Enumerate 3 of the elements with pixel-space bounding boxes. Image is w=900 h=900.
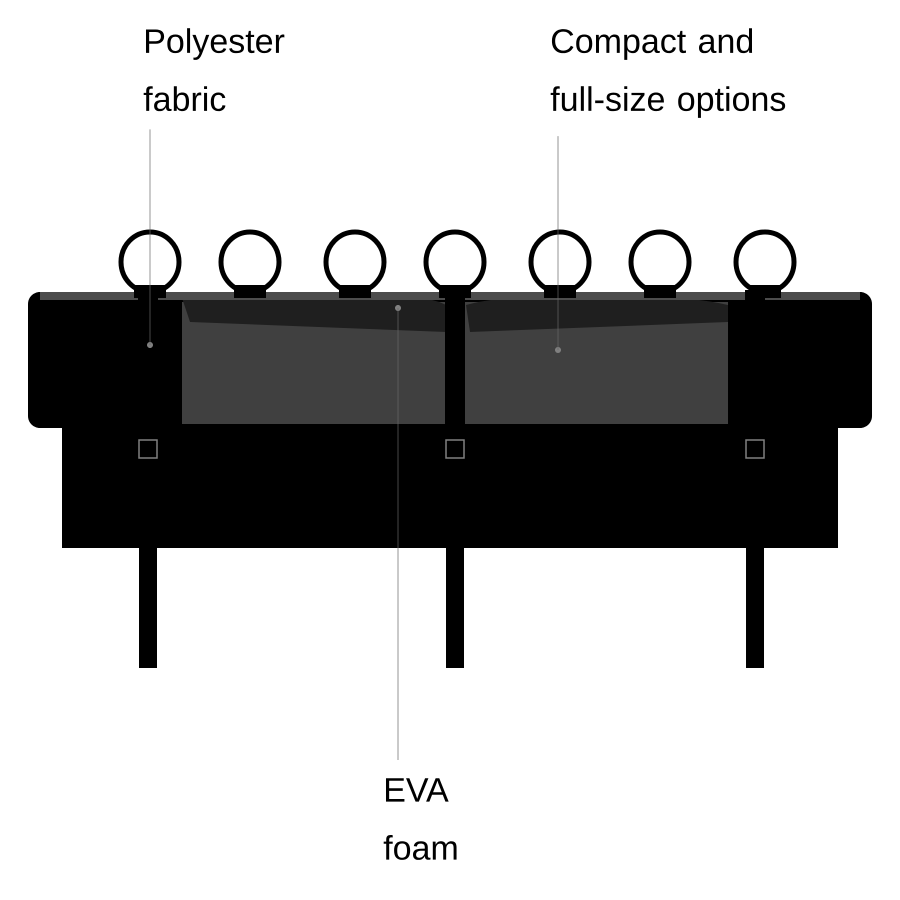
callout-label: Polyester fabric	[144, 28, 284, 112]
callout-label: Compact and full-size options	[550, 28, 786, 118]
callout-label: EVA foam	[384, 778, 457, 860]
